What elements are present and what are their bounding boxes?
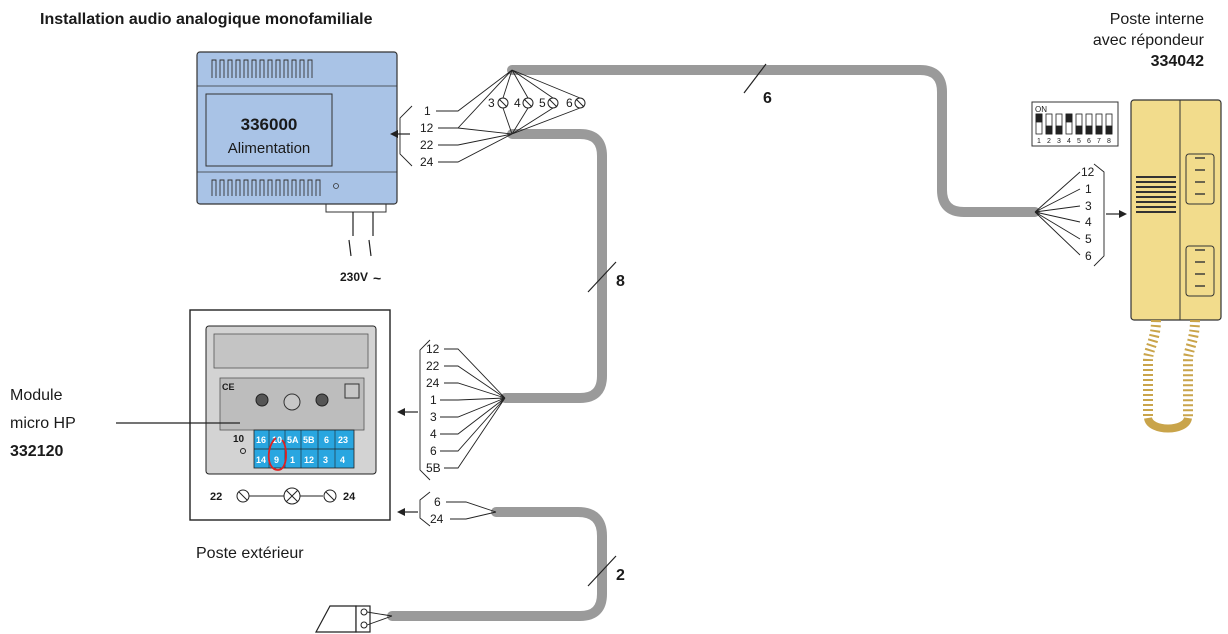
- module-terminal-5b: 5B: [426, 461, 441, 475]
- internal-station-title-1: Poste interne: [1110, 11, 1204, 28]
- dip-number-5: 5: [1077, 138, 1081, 145]
- bridge-wire: [267, 437, 287, 471]
- dip-number-3: 3: [1057, 138, 1061, 145]
- tb-top-10: 10: [272, 435, 282, 445]
- ext-terminal-24: 24: [430, 512, 444, 526]
- module-label-1: Module: [10, 387, 63, 404]
- tb-bottom-9: 9: [274, 455, 279, 465]
- module-terminal-6: 6: [430, 444, 437, 458]
- internal-station-label: Poste interne avec répondeur 334042: [1093, 11, 1205, 70]
- module-terminal-1: 1: [430, 393, 437, 407]
- junction-3: 3: [488, 96, 495, 110]
- ext-terminal-6: 6: [434, 495, 441, 509]
- internal-station-terminals: 12 1 3 4 5 6: [1034, 163, 1127, 267]
- cable-count-6: 6: [763, 90, 772, 107]
- dip-number-7: 7: [1097, 138, 1101, 145]
- internal-station-code: 334042: [1151, 53, 1204, 70]
- tb-top-6: 6: [324, 435, 329, 445]
- internal-terminal-6: 6: [1085, 249, 1092, 263]
- arrow-icon: [1119, 210, 1127, 218]
- tb-top-23: 23: [338, 435, 348, 445]
- internal-terminal-3: 3: [1085, 199, 1092, 213]
- module-code: 332120: [10, 443, 63, 460]
- internal-terminal-1: 1: [1085, 182, 1092, 196]
- external-station-panel: CE 10 16 10 5A 5B 6 23 14 9 1 12 3 4 22: [189, 309, 391, 521]
- dip-number-1: 1: [1037, 138, 1041, 145]
- ps-terminal-12: 12: [420, 121, 434, 135]
- internal-station-title-2: avec répondeur: [1093, 32, 1205, 49]
- ps-terminal-22: 22: [420, 138, 434, 152]
- tb-top-5a: 5A: [287, 435, 299, 445]
- internal-terminal-12: 12: [1081, 165, 1095, 179]
- arrow-icon: [397, 508, 405, 516]
- arrow-icon: [397, 408, 405, 416]
- arrow-icon: [390, 130, 398, 138]
- terminal-left-10: 10: [233, 434, 245, 445]
- power-supply-code: 336000: [241, 115, 298, 134]
- module-terminal-3: 3: [430, 410, 437, 424]
- cable-to-lock: 2: [387, 507, 625, 621]
- dip-number-8: 8: [1107, 138, 1111, 145]
- tb-bottom-4: 4: [340, 455, 345, 465]
- module-terminal-22: 22: [426, 359, 440, 373]
- dip-number-4: 4: [1067, 138, 1071, 145]
- external-station-label: Poste extérieur: [196, 545, 304, 562]
- module-label-2: micro HP: [10, 415, 76, 432]
- ce-mark: CE: [222, 382, 235, 392]
- module-label: Module micro HP 332120: [10, 387, 240, 460]
- mains-ac-symbol: ~: [373, 270, 381, 286]
- tb-bottom-14: 14: [256, 455, 266, 465]
- junction-terminals: 3 4 5 6: [488, 96, 586, 110]
- tb-bottom-1: 1: [290, 455, 295, 465]
- module-terminal-24: 24: [426, 376, 440, 390]
- tb-bottom-3: 3: [323, 455, 328, 465]
- power-supply-name: Alimentation: [228, 140, 311, 157]
- external-station-terminals: 6 24: [397, 491, 497, 527]
- cable-to-internal-station: 6: [507, 63, 1040, 217]
- dip-on-label: ON: [1035, 105, 1047, 114]
- cable-count-8: 8: [616, 273, 625, 290]
- dip-number-6: 6: [1087, 138, 1091, 145]
- dip-switch: ON 1 2 3 4 5 6 7 8: [1031, 101, 1119, 147]
- junction-4: 4: [514, 96, 521, 110]
- junction-5: 5: [539, 96, 546, 110]
- module-terminals: 12 22 24 1 3 4 6 5B: [397, 339, 506, 481]
- dip-number-2: 2: [1047, 138, 1051, 145]
- lamp-terminal-22: 22: [210, 491, 222, 503]
- internal-terminal-5: 5: [1085, 232, 1092, 246]
- module-terminal-4: 4: [430, 427, 437, 441]
- module-terminal-12: 12: [426, 342, 440, 356]
- speaker-adjust-icon: [255, 393, 269, 407]
- diagram-title: Installation audio analogique monofamili…: [40, 11, 373, 28]
- power-supply-terminals: 1 12 22 24: [390, 69, 581, 169]
- ps-terminal-1: 1: [424, 104, 431, 118]
- ps-terminal-24: 24: [420, 155, 434, 169]
- door-lock-icon: [314, 605, 393, 633]
- lamp-circuit: 22 24: [210, 487, 356, 505]
- power-supply-336000: 336000 Alimentation: [196, 51, 398, 213]
- tb-bottom-12: 12: [304, 455, 314, 465]
- mains-connection: 230V ~: [340, 212, 381, 286]
- junction-6: 6: [566, 96, 573, 110]
- internal-terminal-4: 4: [1085, 215, 1092, 229]
- tb-top-5b: 5B: [303, 435, 315, 445]
- mic-adjust-icon: [315, 393, 329, 407]
- intercom-handset: [1130, 99, 1222, 433]
- mains-voltage: 230V: [340, 270, 368, 284]
- lamp-terminal-24: 24: [343, 491, 356, 503]
- cable-count-2: 2: [616, 567, 625, 584]
- cable-to-external-station: 8: [500, 129, 625, 403]
- tb-top-16: 16: [256, 435, 266, 445]
